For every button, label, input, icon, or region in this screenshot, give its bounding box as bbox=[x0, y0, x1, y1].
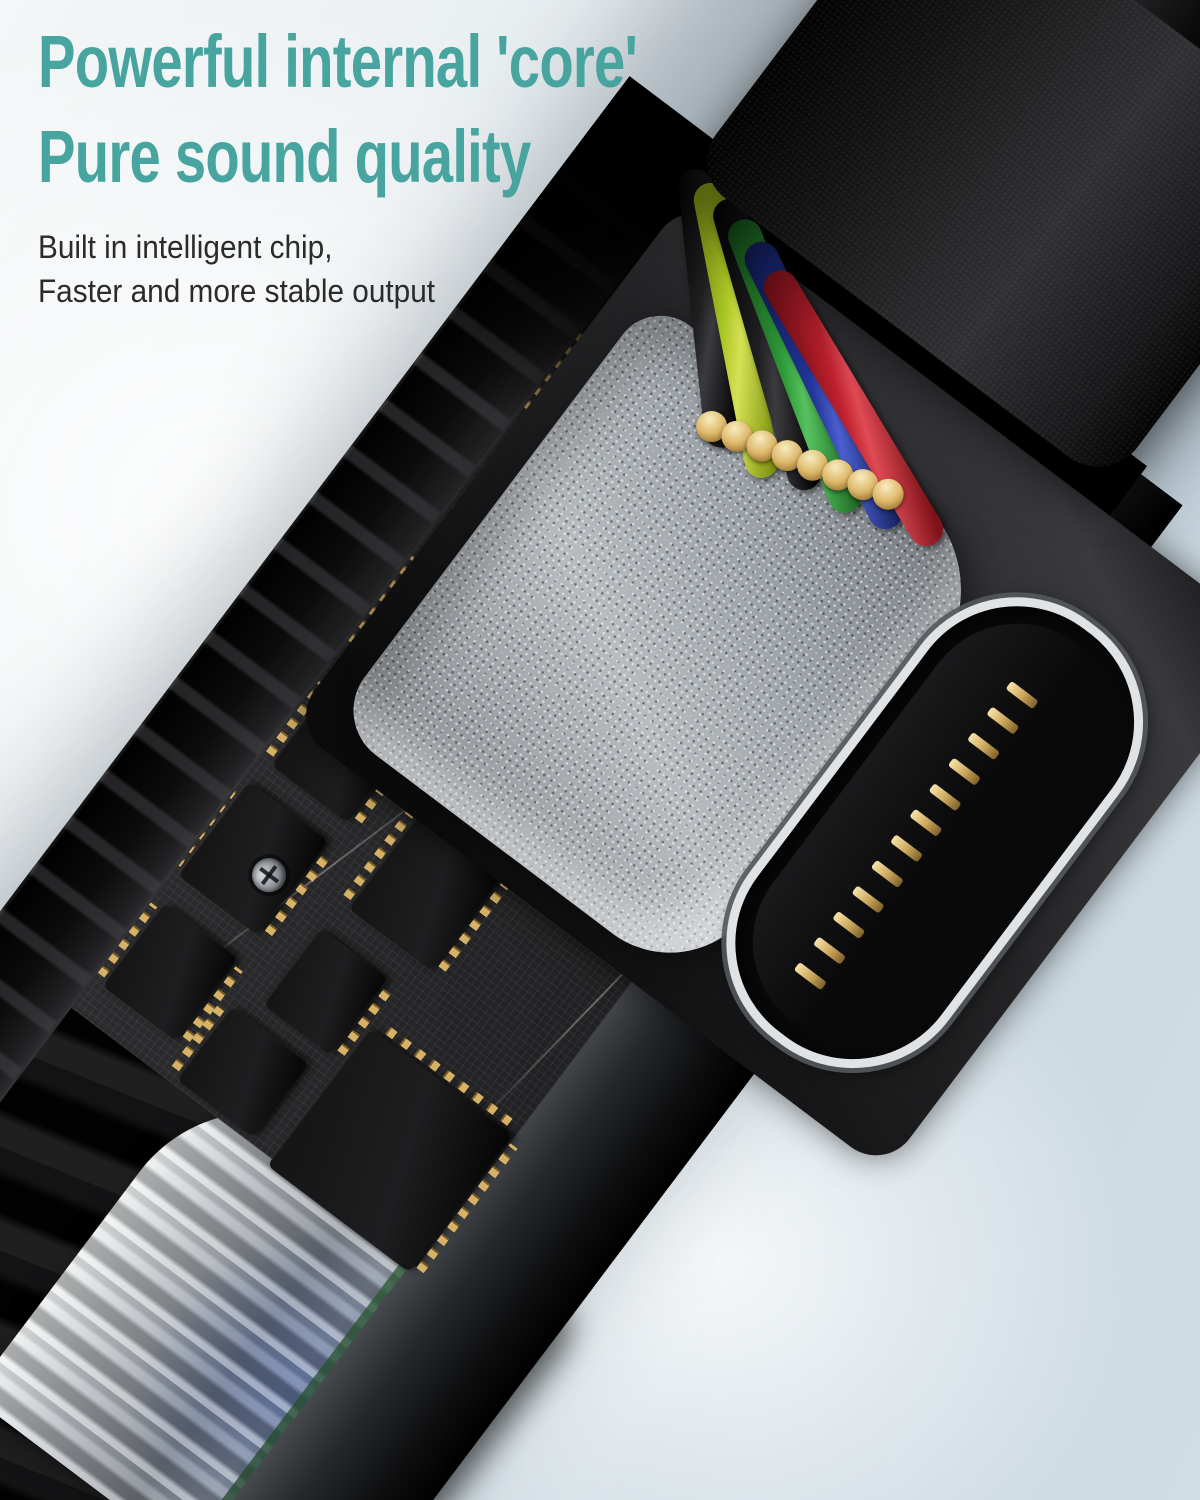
subtitle: Built in intelligent chip, Faster and mo… bbox=[38, 225, 826, 313]
marketing-copy: Powerful internal 'core' Pure sound qual… bbox=[38, 14, 826, 313]
subtitle-line-1: Built in intelligent chip, bbox=[38, 229, 333, 265]
headline-line-1: Powerful internal 'core' bbox=[38, 20, 638, 103]
subtitle-line-2: Faster and more stable output bbox=[38, 273, 436, 309]
headline: Powerful internal 'core' Pure sound qual… bbox=[38, 14, 826, 204]
headline-line-2: Pure sound quality bbox=[38, 115, 531, 198]
